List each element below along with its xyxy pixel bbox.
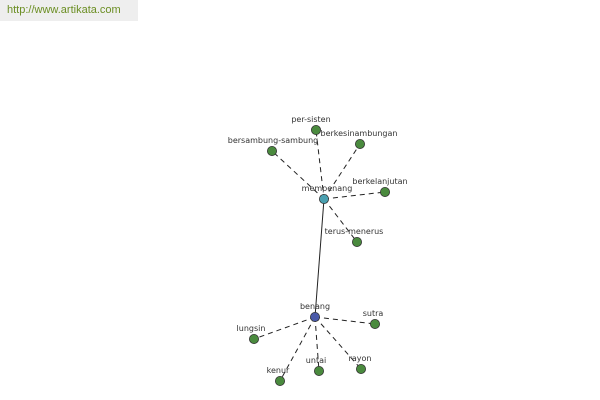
node-label-rayon[interactable]: rayon: [349, 354, 372, 363]
watermark-url: http://www.artikata.com: [0, 0, 138, 21]
node-label-bersambung-sambung[interactable]: bersambung-sambung: [228, 136, 319, 145]
edge-mempenang-bersambung-sambung: [271, 150, 325, 200]
edge-mempenang-berkesinambungan: [323, 143, 361, 200]
edge-mempenang-benang: [314, 198, 325, 318]
edge-benang-sutra: [314, 316, 376, 325]
edge-mempenang-berkelanjutan: [323, 191, 386, 200]
node-benang[interactable]: [309, 311, 320, 322]
node-label-terus-menerus[interactable]: terus-menerus: [325, 227, 384, 236]
edge-mempenang-terus-menerus: [323, 198, 358, 243]
node-label-berkesinambungan[interactable]: berkesinambungan: [321, 129, 398, 138]
edge-benang-untai: [314, 316, 320, 372]
graph-edges: [253, 129, 386, 382]
node-label-berkelanjutan[interactable]: berkelanjutan: [352, 177, 407, 186]
node-bersambung-sambung[interactable]: [266, 145, 277, 156]
edge-benang-lungsin: [253, 316, 316, 340]
graph-nodes: mempenang benang per-sisten berkesinambunga…: [228, 115, 408, 386]
node-per-sisten[interactable]: [310, 125, 321, 136]
node-mempenang[interactable]: [318, 193, 329, 204]
node-terus-menerus[interactable]: [351, 236, 362, 247]
node-berkesinambungan[interactable]: [354, 138, 365, 149]
node-label-kenur[interactable]: kenur: [267, 366, 290, 375]
node-lungsin[interactable]: [248, 333, 259, 344]
node-label-lungsin[interactable]: lungsin: [237, 324, 266, 333]
edge-benang-rayon: [314, 316, 362, 370]
edge-mempenang-per-sisten: [315, 129, 325, 200]
node-berkelanjutan[interactable]: [379, 186, 390, 197]
node-rayon[interactable]: [355, 363, 366, 374]
node-label-mempenang[interactable]: mempenang: [302, 184, 353, 193]
node-label-untai[interactable]: untai: [306, 356, 326, 365]
edge-benang-kenur: [279, 316, 316, 382]
node-kenur[interactable]: [274, 375, 285, 386]
node-label-benang[interactable]: benang: [300, 302, 330, 311]
node-label-sutra[interactable]: sutra: [363, 309, 384, 318]
node-label-per-sisten[interactable]: per-sisten: [291, 115, 330, 124]
node-sutra[interactable]: [369, 318, 380, 329]
node-untai[interactable]: [313, 365, 324, 376]
